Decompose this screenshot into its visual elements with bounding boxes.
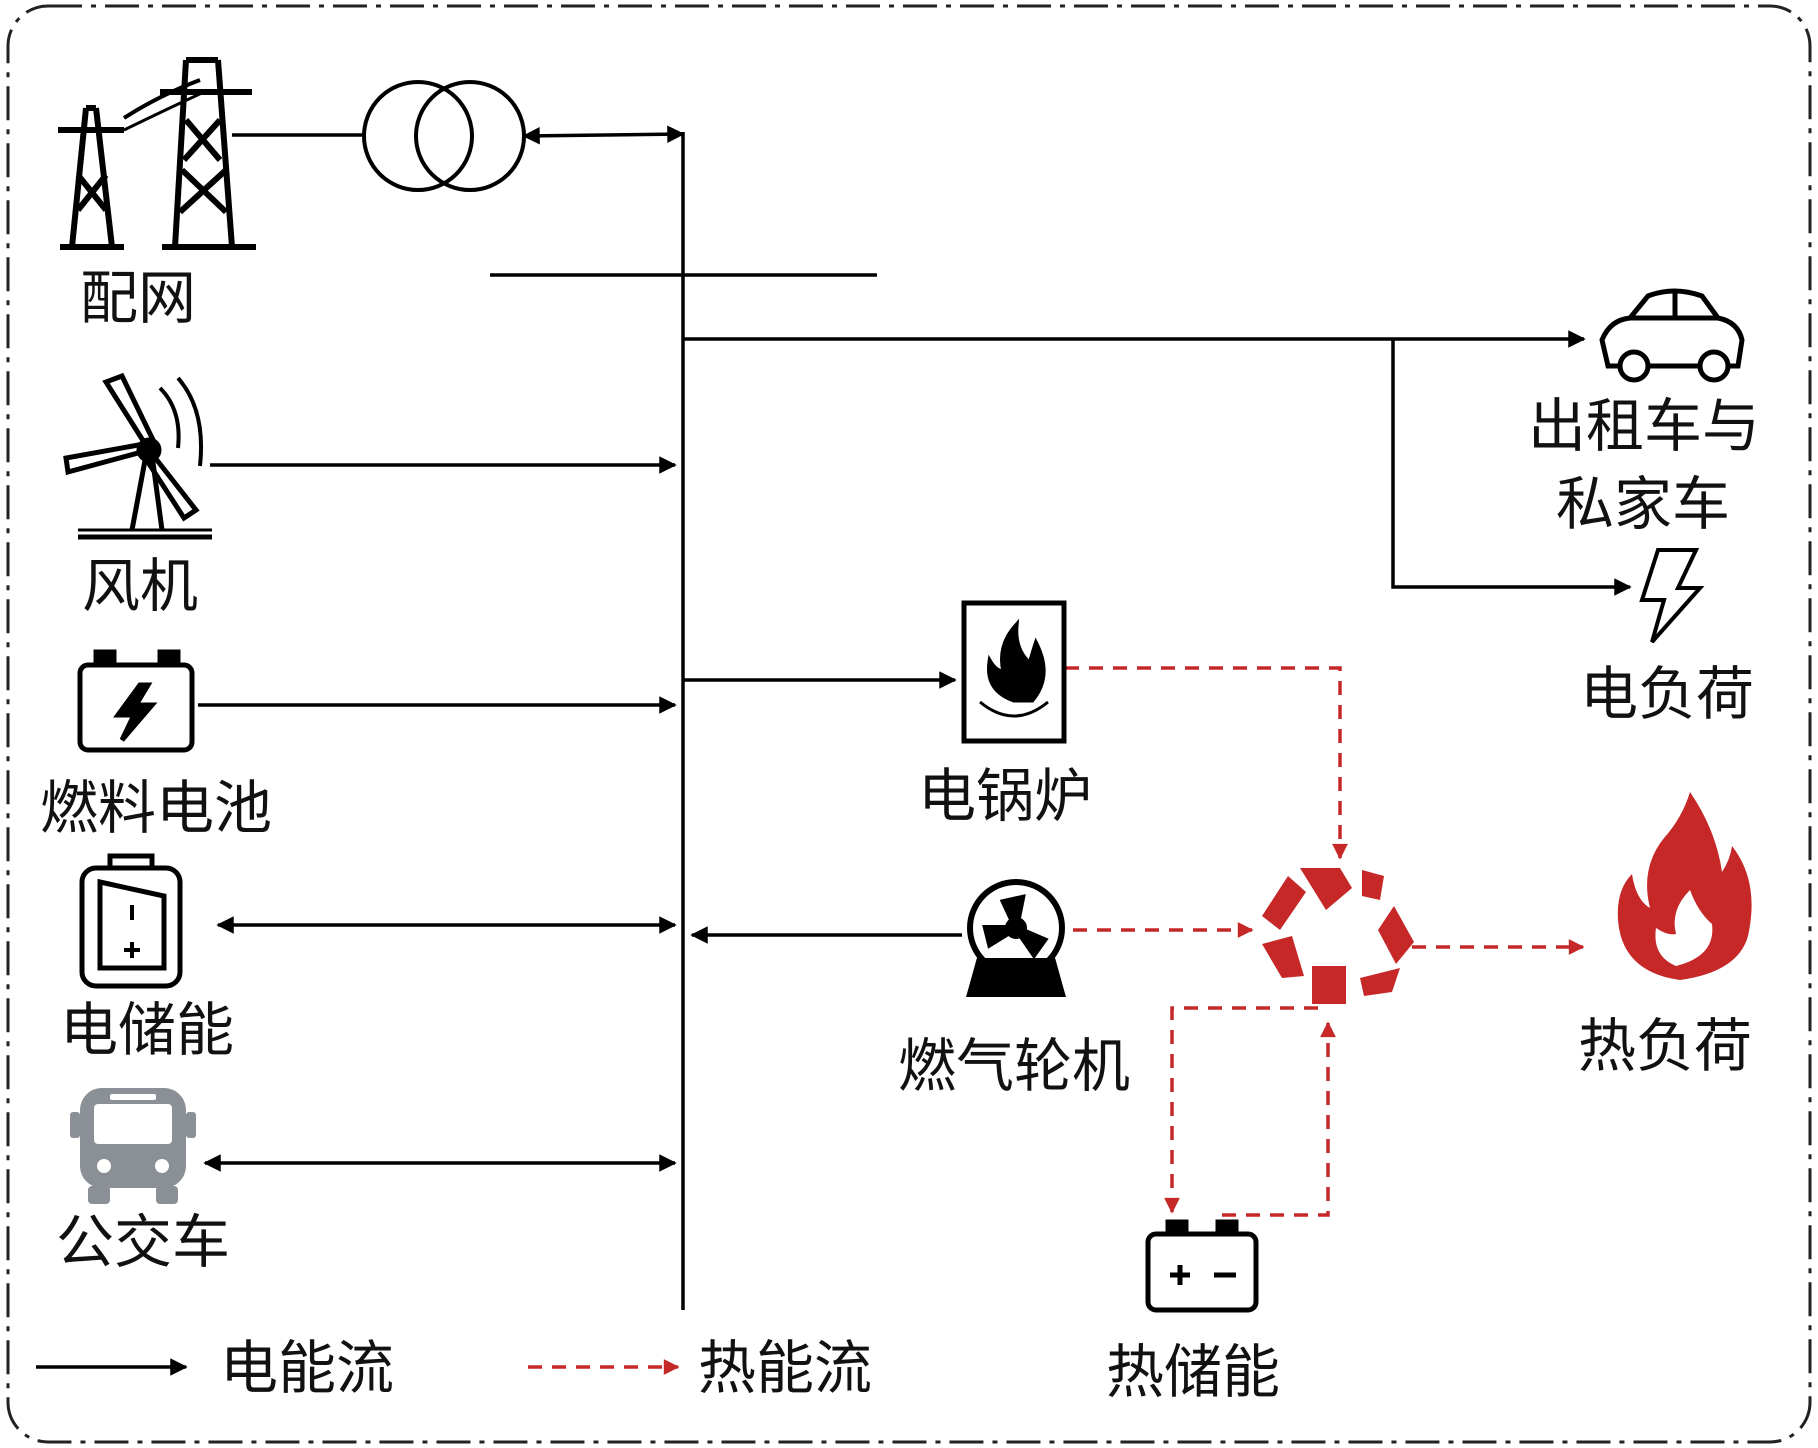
heat-exchange-recycle-icon: [1262, 868, 1414, 1004]
node-labels: 配网 风机 燃料电池 电储能 公交车 出租车与 私家车 电负荷 电锅炉 燃气轮机…: [40, 264, 1760, 1406]
legend-heat-label: 热能流: [698, 1334, 872, 1402]
elec-load-label: 电负荷: [1580, 660, 1754, 728]
gas-turbine-label: 燃气轮机: [898, 1032, 1130, 1100]
wind-label: 风机: [82, 552, 198, 620]
bus-label: 公交车: [56, 1208, 230, 1276]
heat-storage-label: 热储能: [1106, 1338, 1280, 1406]
wind-turbine-icon: [63, 372, 212, 540]
gas-turbine-icon: [966, 879, 1066, 997]
fuel-cell-battery-icon: [77, 649, 195, 753]
heat-flows: [1065, 666, 1585, 1217]
boiler-to-exchanger-heat-flow: [1065, 666, 1348, 860]
exchanger-to-heat-storage-heat-flow: [1164, 1006, 1318, 1214]
lightning-icon: [1639, 548, 1705, 644]
bus-icon: [70, 1088, 196, 1204]
transformer-icon: [362, 80, 526, 192]
heat-storage-battery-icon: [1145, 1219, 1259, 1313]
electric-wires: [198, 125, 1632, 1310]
legend: 电能流 热能流: [36, 1334, 872, 1402]
heat-storage-to-exchanger-heat-flow: [1222, 1021, 1336, 1217]
taxi-label-line2: 私家车: [1556, 470, 1730, 538]
legend-electric-label: 电能流: [220, 1334, 394, 1402]
flame-icon: [1617, 792, 1752, 980]
outer-frame: [6, 4, 1812, 1444]
taxi-label-line1: 出租车与: [1528, 392, 1760, 460]
grid-label: 配网: [80, 264, 196, 332]
heat-load-label: 热负荷: [1578, 1012, 1752, 1080]
transmission-tower-icon: [58, 57, 256, 250]
bus-to-elec-load-line: [1391, 339, 1632, 596]
boiler-label: 电锅炉: [918, 762, 1092, 830]
elec-storage-label: 电储能: [60, 996, 234, 1064]
storage-battery-icon: [79, 853, 183, 989]
transformer-to-bus-arrow: [522, 125, 685, 145]
fuel-cell-label: 燃料电池: [40, 774, 272, 842]
car-icon: [1599, 288, 1745, 383]
electric-boiler-icon: [961, 600, 1067, 744]
